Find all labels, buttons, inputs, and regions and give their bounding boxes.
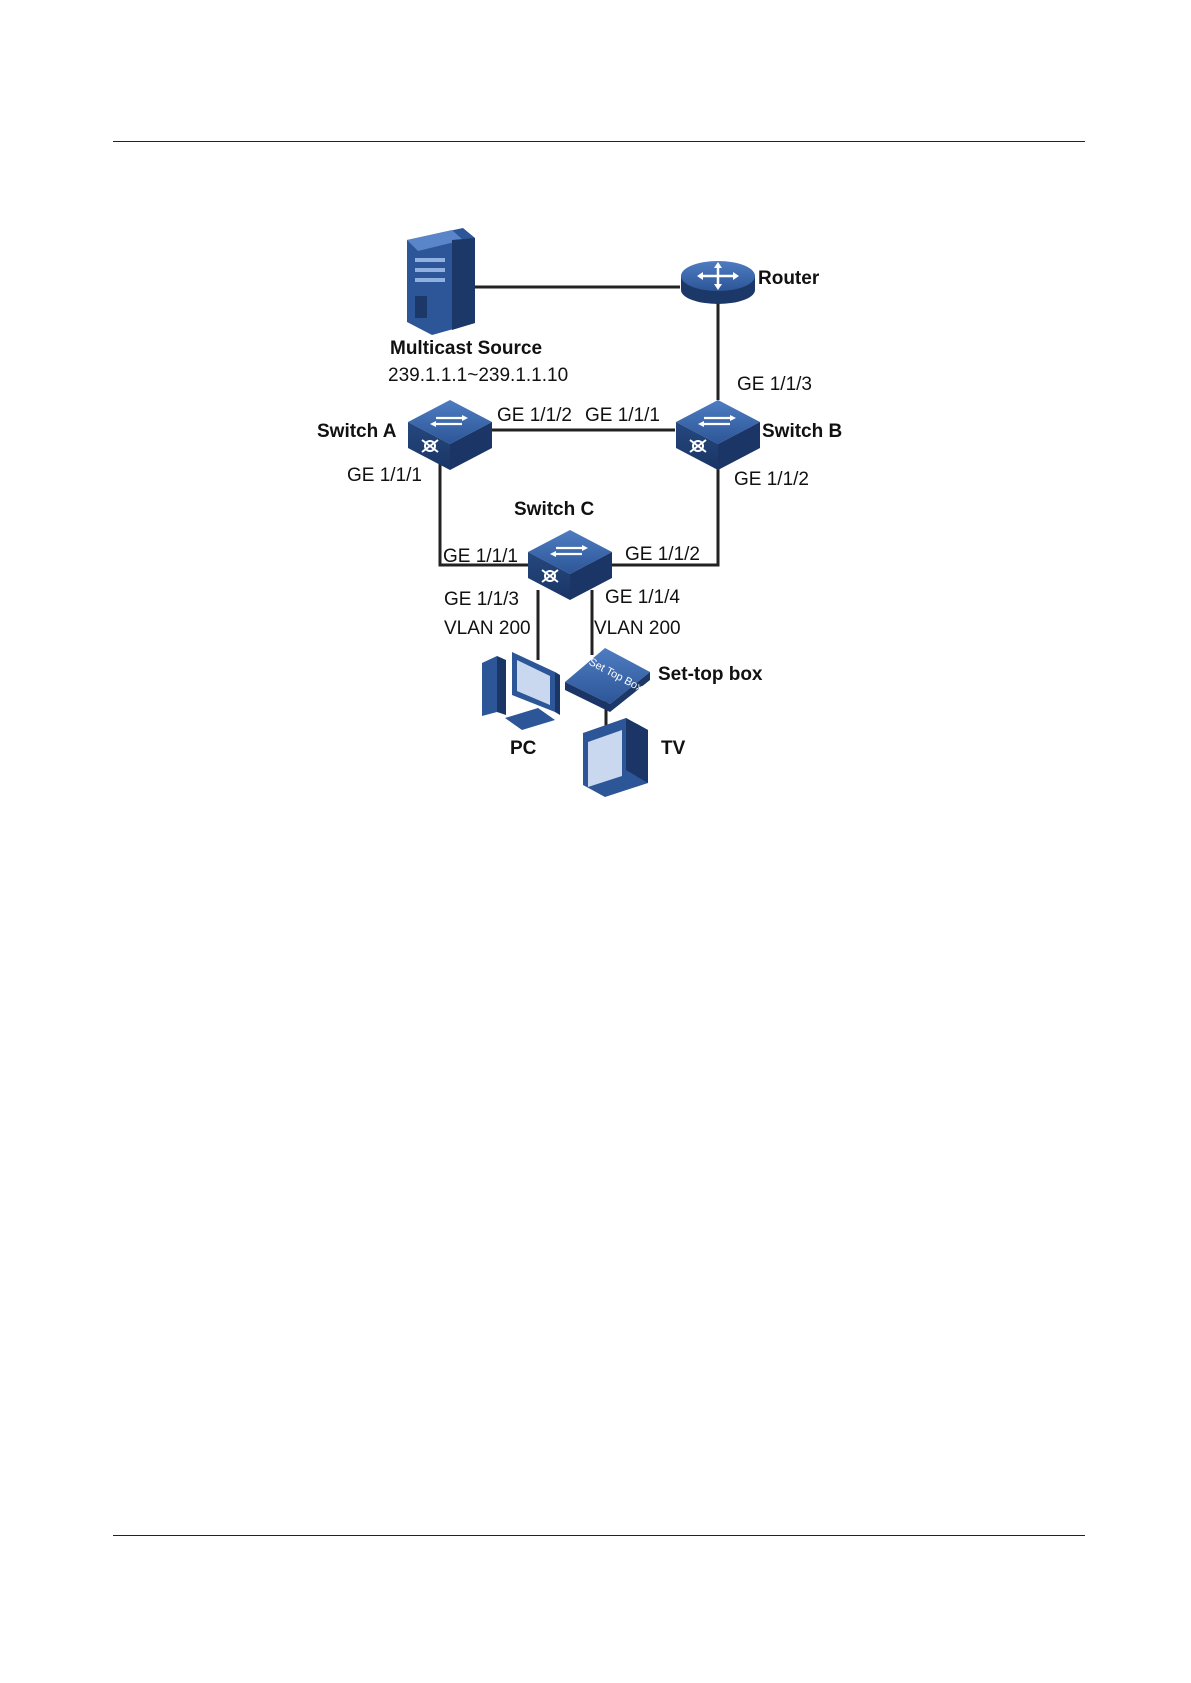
switch-c-label: Switch C xyxy=(514,499,595,520)
port-a-ge111: GE 1/1/1 xyxy=(347,465,422,486)
pc-icon xyxy=(482,652,560,730)
port-c-ge111: GE 1/1/1 xyxy=(443,546,518,567)
switch-a-icon xyxy=(408,400,492,470)
multicast-source-address: 239.1.1.1~239.1.1.10 xyxy=(388,365,568,386)
vlan-pc: VLAN 200 xyxy=(444,618,531,639)
port-c-ge113: GE 1/1/3 xyxy=(444,589,519,610)
switch-a-label: Switch A xyxy=(317,421,397,442)
port-b-ge112: GE 1/1/2 xyxy=(734,469,809,490)
port-b-ge111: GE 1/1/1 xyxy=(585,405,660,426)
router-label: Router xyxy=(758,268,820,289)
switch-b-label: Switch B xyxy=(762,421,842,442)
switch-c-icon xyxy=(528,530,612,600)
server-icon xyxy=(407,228,475,335)
router-icon xyxy=(681,261,755,304)
tv-icon xyxy=(583,718,648,797)
port-a-ge112: GE 1/1/2 xyxy=(497,405,572,426)
pc-label: PC xyxy=(510,738,537,759)
vlan-stb: VLAN 200 xyxy=(594,618,681,639)
switch-b-icon xyxy=(676,400,760,470)
port-c-ge112: GE 1/1/2 xyxy=(625,544,700,565)
set-top-box-icon: Set Top Box xyxy=(565,648,650,712)
port-c-ge114: GE 1/1/4 xyxy=(605,587,680,608)
port-b-ge113: GE 1/1/3 xyxy=(737,374,812,395)
set-top-box-label: Set-top box xyxy=(658,664,763,685)
multicast-source-label: Multicast Source xyxy=(390,338,542,359)
tv-label: TV xyxy=(661,738,686,759)
